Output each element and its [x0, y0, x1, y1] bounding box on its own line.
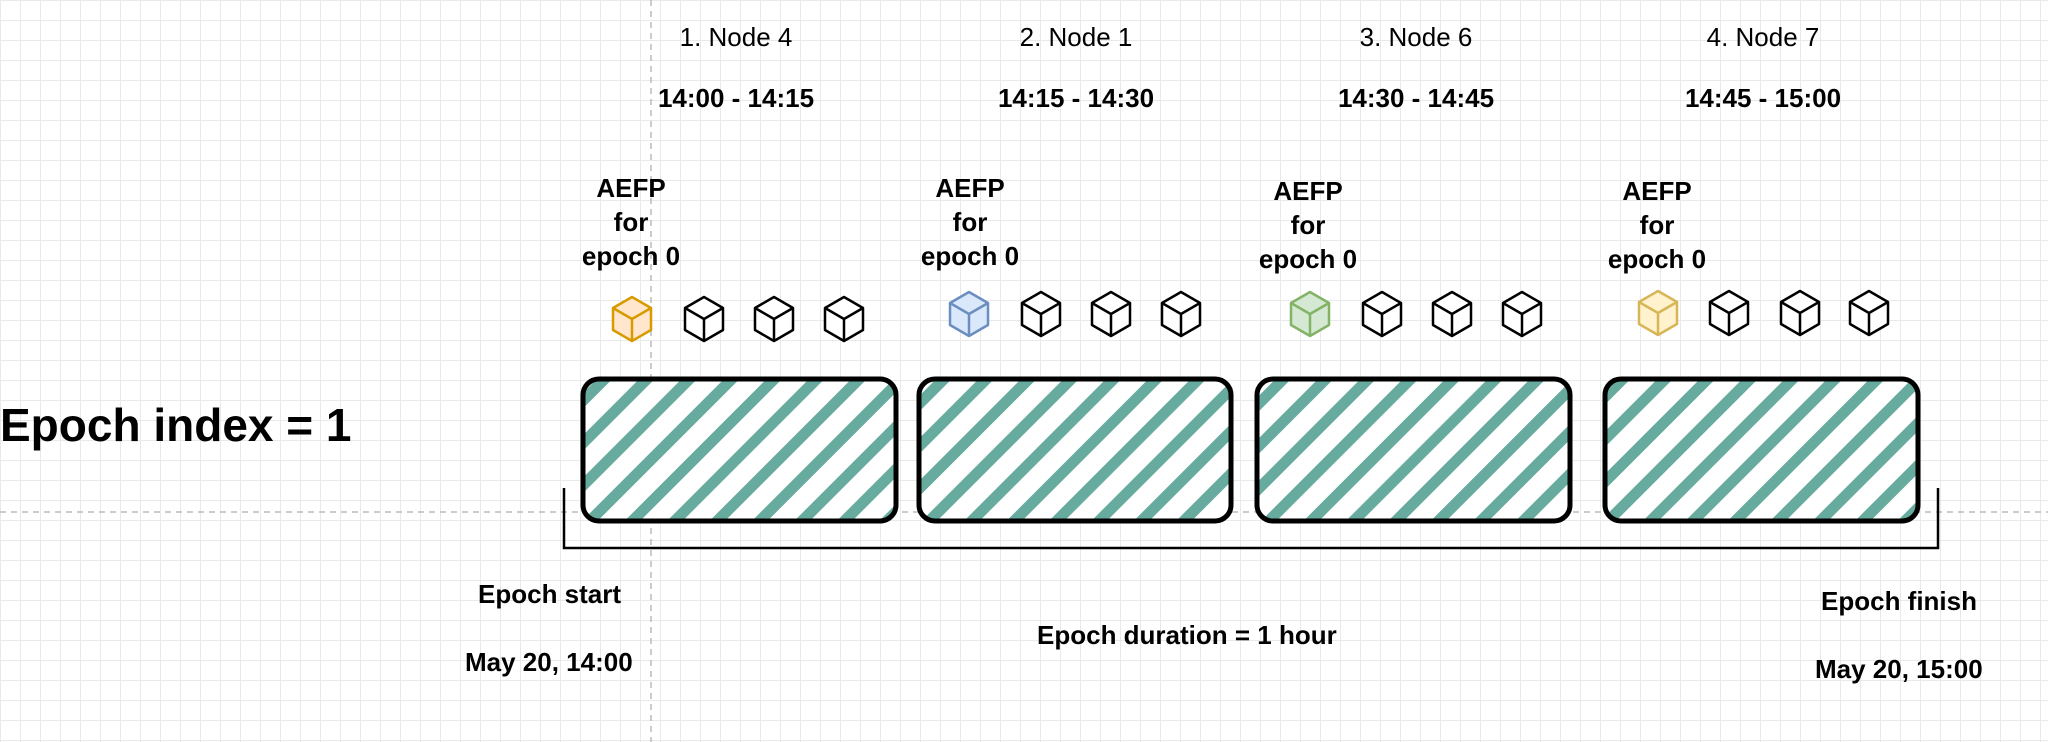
block-icon-aefp-2	[948, 290, 990, 338]
slot-time-range: 14:15 - 14:30	[997, 83, 1155, 113]
slot-block-3	[1254, 376, 1573, 524]
epoch-duration-label: Epoch duration = 1 hour	[1037, 620, 1337, 650]
epoch-index-label: Epoch index = 1	[0, 399, 352, 451]
block-icon	[1361, 290, 1403, 338]
slot-time-range: 14:00 - 14:15	[657, 83, 815, 113]
epoch-start-date: May 20, 14:00	[465, 647, 633, 677]
block-icon-aefp-4	[1637, 289, 1679, 337]
slot-node-title: 1. Node 4	[679, 22, 793, 52]
slot-time-range: 14:30 - 14:45	[1337, 83, 1495, 113]
block-icon	[1779, 289, 1821, 337]
block-icon	[1501, 290, 1543, 338]
epoch-duration-bracket	[562, 488, 1940, 550]
block-icon	[1431, 290, 1473, 338]
block-icon-aefp-3	[1289, 290, 1331, 338]
block-icon	[1708, 289, 1750, 337]
slot-node-title: 2. Node 1	[1019, 22, 1133, 52]
slot-time-range: 14:45 - 15:00	[1684, 83, 1842, 113]
epoch-finish-date: May 20, 15:00	[1815, 654, 1983, 684]
slot-block-1	[580, 376, 899, 524]
slot-block-4	[1602, 376, 1921, 524]
epoch-finish-label: Epoch finish	[1821, 586, 1977, 616]
block-icon	[1090, 290, 1132, 338]
block-icon	[1160, 290, 1202, 338]
slot-block-2	[916, 376, 1234, 524]
block-icon	[823, 295, 865, 343]
slot-node-title: 3. Node 6	[1359, 22, 1473, 52]
block-icon	[1848, 289, 1890, 337]
epoch-start-label: Epoch start	[478, 579, 622, 609]
slot-node-title: 4. Node 7	[1706, 22, 1820, 52]
block-icon-aefp-1	[611, 295, 653, 343]
block-icon	[1020, 290, 1062, 338]
block-icon	[753, 295, 795, 343]
block-icon	[683, 295, 725, 343]
